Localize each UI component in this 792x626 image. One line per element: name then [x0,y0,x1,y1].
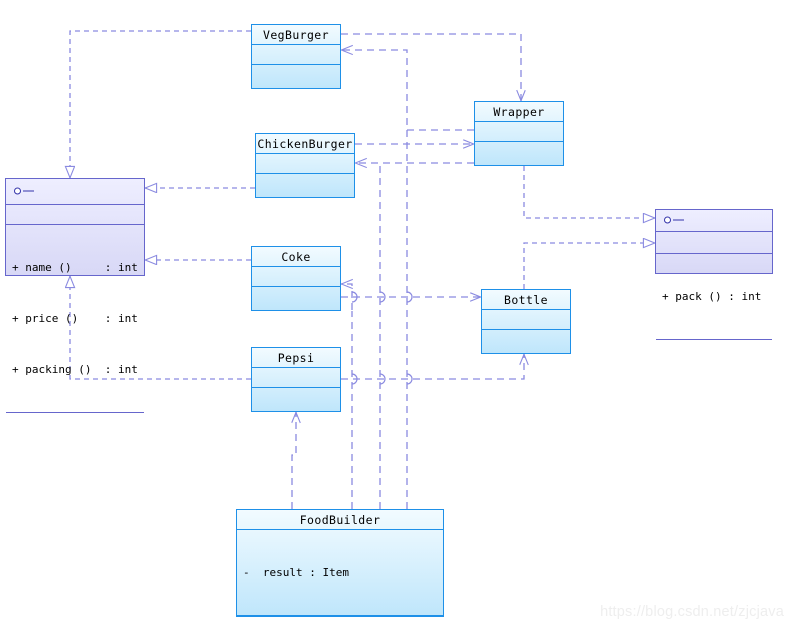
class-name-wrapper: Wrapper [475,102,563,122]
interface-attributes-item [6,205,144,225]
interface-name-item: Item [6,179,144,205]
class-box-vegburger[interactable]: VegBurger [251,24,341,89]
class-box-chickenburger[interactable]: ChickenBurger [255,133,355,198]
interface-operations-item: + name () : int + price () : int + packi… [6,225,144,413]
line-jump-arcs [351,291,413,385]
member-line: + pack () : int [662,290,762,303]
edge-foodbuilder-depends-pepsi [291,412,296,509]
edge-pepsi-depends-bottle [341,354,524,380]
interface-marker-icon [14,187,34,196]
class-attributes-coke [252,267,340,287]
class-operations-coke [252,287,340,311]
member-line: + price () : int [12,312,138,325]
edge-pepsi-realizes-item [70,276,251,380]
class-attributes-chickenburger [256,154,354,174]
class-attributes-bottle [482,310,570,330]
class-attributes-foodbuilder: - result : Item [237,530,443,616]
class-name-chickenburger: ChickenBurger [256,134,354,154]
interface-name-packing: Packing [656,210,772,232]
interface-operations-packing: + pack () : int [656,254,772,340]
class-name-vegburger: VegBurger [252,25,340,45]
interface-attributes-packing [656,232,772,254]
class-operations-wrapper [475,142,563,166]
class-name-bottle: Bottle [482,290,570,310]
member-line: + name () : int [12,261,138,274]
class-operations-bottle [482,330,570,354]
class-name-pepsi: Pepsi [252,348,340,368]
class-operations-foodbuilder: + showItems () : float + prepareVegMealA… [237,616,443,626]
member-line: + packing () : int [12,363,138,376]
edge-wrapper-realizes-packing [523,166,655,218]
class-box-pepsi[interactable]: Pepsi [251,347,341,412]
class-box-bottle[interactable]: Bottle [481,289,571,354]
edge-vegburger-depends-wrapper [341,33,521,101]
interface-box-item[interactable]: Item + name () : int + price () : int + … [5,178,145,413]
class-name-foodbuilder: FoodBuilder [237,510,443,530]
edge-bottle-realizes-packing [523,243,655,289]
class-operations-chickenburger [256,174,354,198]
edge-bottle-depends-coke [341,284,352,310]
class-box-coke[interactable]: Coke [251,246,341,311]
class-box-wrapper[interactable]: Wrapper [474,101,564,166]
class-attributes-wrapper [475,122,563,142]
interface-marker-icon [664,216,684,225]
edge-wrapper-depends-vegburger [341,50,474,131]
watermark-text: https://blog.csdn.net/zjcjava [600,604,784,620]
class-attributes-vegburger [252,45,340,65]
class-operations-vegburger [252,65,340,89]
class-operations-pepsi [252,388,340,412]
edge-vegburger-realizes-item [70,30,251,178]
class-name-coke: Coke [252,247,340,267]
class-box-foodbuilder[interactable]: FoodBuilder - result : Item + showItems … [236,509,444,617]
interface-box-packing[interactable]: Packing + pack () : int [655,209,773,340]
class-attributes-pepsi [252,368,340,388]
attribute-line: - result : Item [243,566,349,579]
